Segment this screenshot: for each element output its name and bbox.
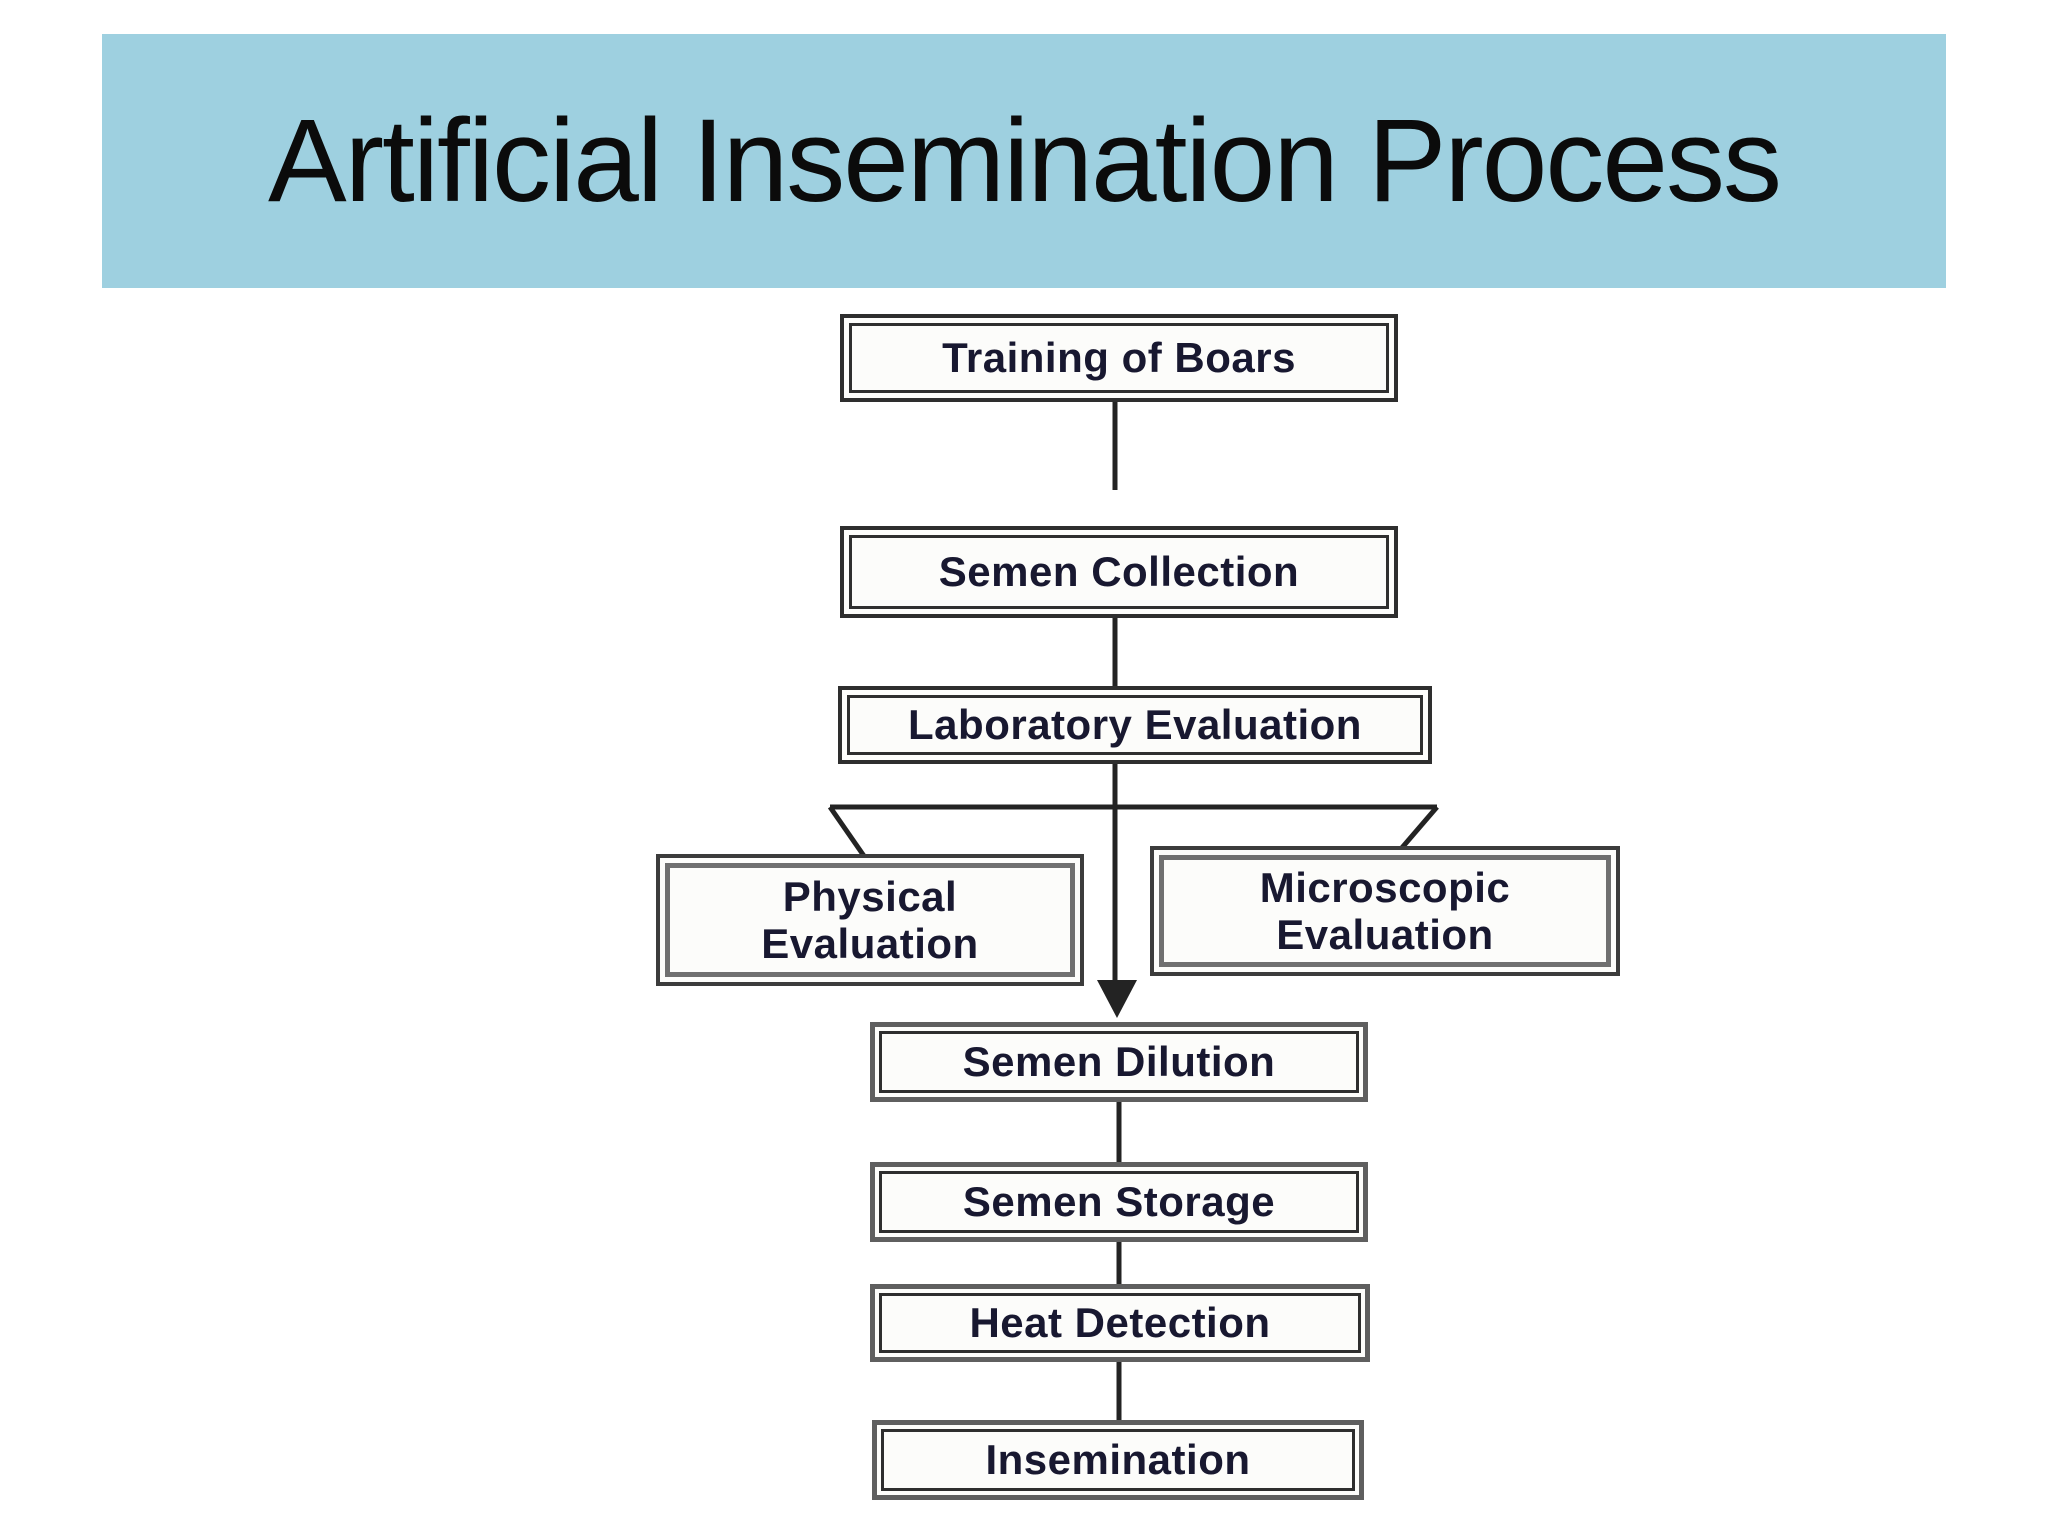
node-semen-collection: Semen Collection: [840, 526, 1398, 618]
node-label: Semen Storage: [962, 1178, 1276, 1226]
node-label: Laboratory Evaluation: [908, 701, 1362, 749]
node-semen-dilution: Semen Dilution: [870, 1022, 1368, 1102]
node-heat-detection: Heat Detection: [870, 1284, 1370, 1362]
node-insemination: Insemination: [872, 1420, 1364, 1500]
node-label: Insemination: [985, 1436, 1251, 1484]
connector-branch-to-physical: [827, 805, 867, 858]
node-training-of-boars: Training of Boars: [840, 314, 1398, 402]
node-physical-evaluation: Physical Evaluation: [656, 854, 1084, 986]
node-label: Microscopic Evaluation: [1259, 863, 1511, 958]
slide-title: Artificial Insemination Process: [268, 95, 1782, 227]
node-semen-storage: Semen Storage: [870, 1162, 1368, 1242]
arrowhead-to-semen-dilution: [1097, 980, 1137, 1018]
node-laboratory-evaluation: Laboratory Evaluation: [838, 686, 1432, 764]
node-label: Heat Detection: [969, 1299, 1271, 1347]
node-label: Training of Boars: [942, 334, 1296, 382]
node-label: Physical Evaluation: [761, 872, 979, 967]
title-banner: Artificial Insemination Process: [102, 34, 1946, 288]
node-label: Semen Dilution: [962, 1038, 1276, 1086]
node-microscopic-evaluation: Microscopic Evaluation: [1150, 846, 1620, 976]
node-label: Semen Collection: [938, 548, 1300, 596]
connector-branch-to-microscopic: [1398, 805, 1439, 852]
